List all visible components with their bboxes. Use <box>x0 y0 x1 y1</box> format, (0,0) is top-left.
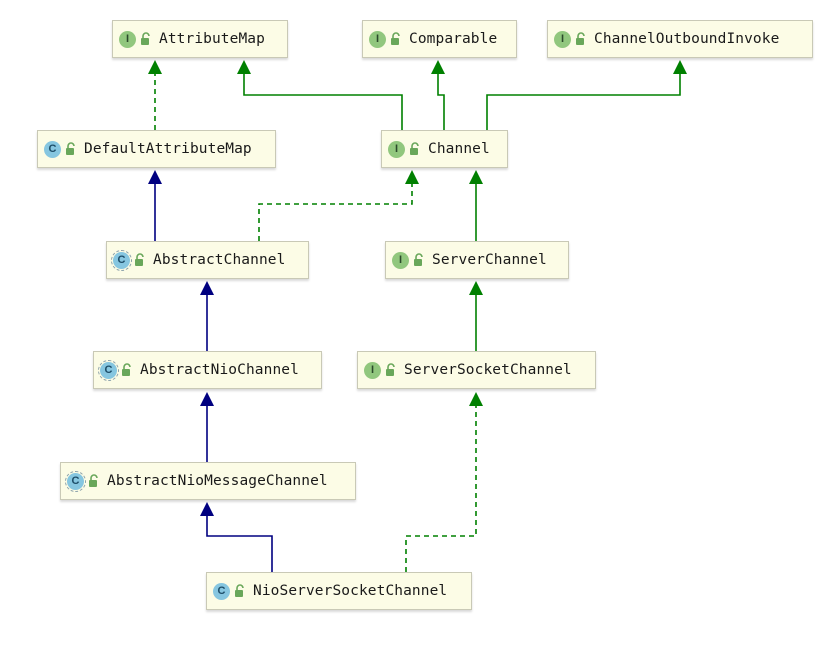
node-channel[interactable]: I Channel <box>381 130 508 168</box>
node-serverchannel[interactable]: I ServerChannel <box>385 241 569 279</box>
node-label: NioServerSocketChannel <box>253 583 448 599</box>
node-abstractniomessagechannel[interactable]: C AbstractNioMessageChannel <box>60 462 356 500</box>
unlocked-icon <box>386 363 395 376</box>
node-label: AbstractNioChannel <box>140 362 299 378</box>
unlocked-icon <box>235 584 244 597</box>
edge-extends-abstractniochannel-abstractchannel <box>200 281 214 351</box>
edge-extends-channel-attributemap <box>237 60 403 130</box>
arrowhead <box>237 60 251 74</box>
node-label: DefaultAttributeMap <box>84 141 252 157</box>
interface-icon: I <box>369 30 386 48</box>
arrowhead <box>469 392 483 406</box>
edge-implements-nioserversocketchannel-serversocketchannel <box>405 392 483 572</box>
abstract-class-icon: C <box>111 249 132 271</box>
unlocked-icon <box>141 32 150 45</box>
edge-implements-abstractchannel-channel <box>258 170 419 241</box>
unlocked-icon <box>410 142 419 155</box>
node-label: AttributeMap <box>159 31 265 47</box>
unlocked-icon <box>122 363 131 376</box>
unlocked-icon <box>414 253 423 266</box>
edge-extends-serverchannel-channel <box>469 170 483 241</box>
node-comparable[interactable]: I Comparable <box>362 20 517 58</box>
unlocked-icon <box>89 474 98 487</box>
edge-extends-channel-channeloutboundinvoker <box>486 60 687 130</box>
arrowhead <box>469 170 483 184</box>
node-label: Comparable <box>409 31 498 47</box>
node-label: AbstractChannel <box>153 252 286 268</box>
unlocked-icon <box>66 142 75 155</box>
edge-extends-serversocketchannel-serverchannel <box>469 281 483 351</box>
class-icon: C <box>44 140 61 158</box>
edge-implements-defaultattributemap-attributemap <box>148 60 162 130</box>
interface-icon: I <box>119 30 136 48</box>
node-serversocketchannel[interactable]: I ServerSocketChannel <box>357 351 596 389</box>
edge-extends-channel-comparable <box>431 60 445 130</box>
node-label: ServerChannel <box>432 252 547 268</box>
node-label: AbstractNioMessageChannel <box>107 473 328 489</box>
arrowhead <box>405 170 419 184</box>
interface-icon: I <box>554 30 571 48</box>
node-abstractniochannel[interactable]: C AbstractNioChannel <box>93 351 322 389</box>
node-abstractchannel[interactable]: C AbstractChannel <box>106 241 309 279</box>
unlocked-icon <box>576 32 585 45</box>
arrowhead <box>200 502 214 516</box>
edge-extends-abstractchannel-defaultattributemap <box>148 170 162 241</box>
arrowhead <box>148 170 162 184</box>
unlocked-icon <box>135 253 144 266</box>
class-icon: C <box>213 582 230 600</box>
node-label: ChannelOutboundInvoke <box>594 31 780 47</box>
abstract-class-icon: C <box>65 470 86 492</box>
interface-icon: I <box>364 361 381 379</box>
node-label: Channel <box>428 141 490 157</box>
arrowhead <box>469 281 483 295</box>
arrowhead <box>673 60 687 74</box>
node-nioserversocketchannel[interactable]: C NioServerSocketChannel <box>206 572 472 610</box>
node-channeloutboundinvoker[interactable]: I ChannelOutboundInvoke <box>547 20 813 58</box>
arrowhead <box>431 60 445 74</box>
node-label: ServerSocketChannel <box>404 362 572 378</box>
unlocked-icon <box>391 32 400 45</box>
node-defaultattributemap[interactable]: C DefaultAttributeMap <box>37 130 276 168</box>
edge-extends-abstractniomessagechannel-abstractniochannel <box>200 392 214 462</box>
node-attributemap[interactable]: I AttributeMap <box>112 20 288 58</box>
arrowhead <box>200 392 214 406</box>
edge-extends-nioserversocketchannel-abstractniomessagechannel <box>200 502 273 572</box>
abstract-class-icon: C <box>98 359 119 381</box>
arrowhead <box>200 281 214 295</box>
interface-icon: I <box>388 140 405 158</box>
arrowhead <box>148 60 162 74</box>
interface-icon: I <box>392 251 409 269</box>
